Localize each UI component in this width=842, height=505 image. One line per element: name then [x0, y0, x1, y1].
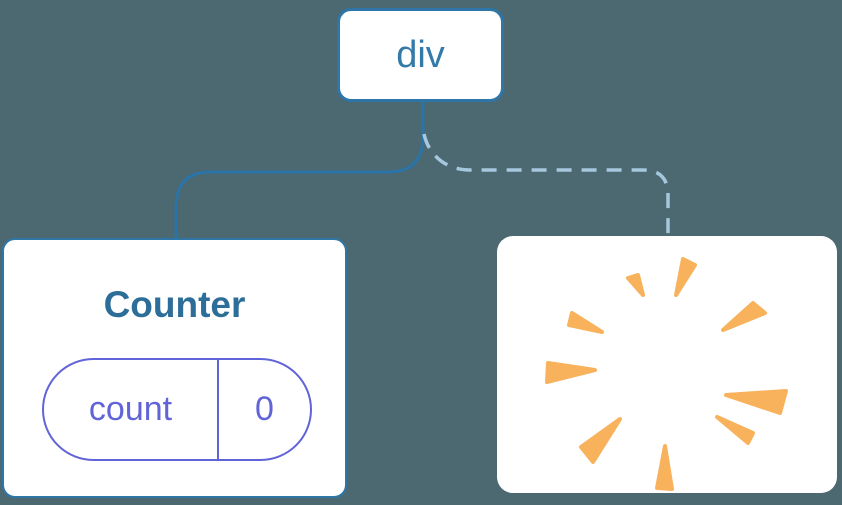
state-key-label: count [44, 360, 219, 459]
node-div-label: div [396, 33, 445, 76]
dashed-connector-line [422, 133, 670, 237]
counter-title: Counter [103, 284, 246, 325]
node-div: div [337, 8, 504, 102]
node-counter: Counter count 0 [2, 238, 347, 498]
solid-connector-line [174, 101, 425, 240]
state-pill: count 0 [42, 358, 312, 461]
state-value-label: 0 [255, 390, 274, 428]
poof-icon [545, 257, 788, 491]
node-removed [497, 236, 837, 493]
